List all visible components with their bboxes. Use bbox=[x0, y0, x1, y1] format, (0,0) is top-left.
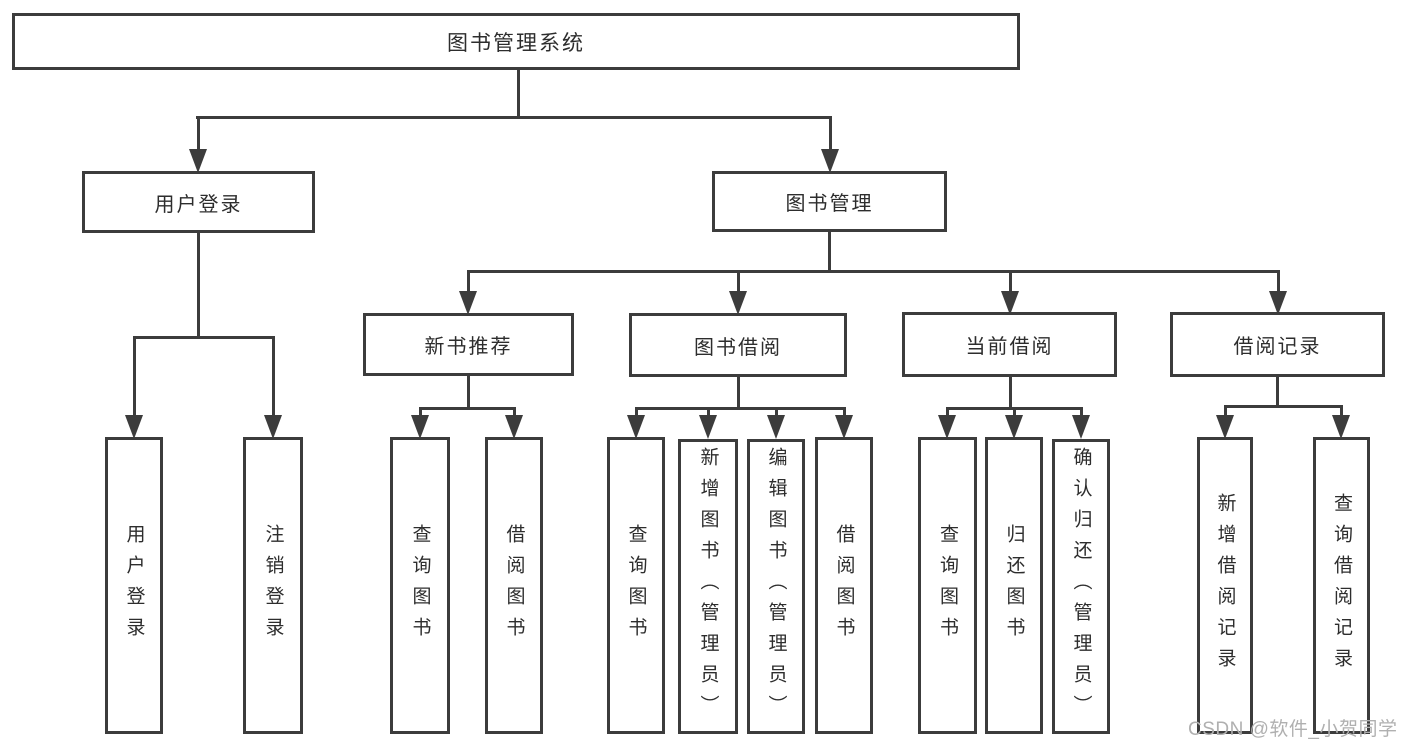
arrowhead-icon bbox=[1332, 415, 1350, 439]
arrowhead-icon bbox=[1005, 415, 1023, 439]
connector-line bbox=[706, 408, 710, 417]
connector-line bbox=[828, 117, 832, 151]
connector-line bbox=[827, 232, 831, 271]
connector-line bbox=[1012, 408, 1016, 417]
arrowhead-icon bbox=[1216, 415, 1234, 439]
arrowhead-icon bbox=[1269, 291, 1287, 315]
leaf-borrow-query: 查询图书 bbox=[607, 437, 665, 734]
connector-line bbox=[1276, 271, 1280, 293]
leaf-user-login: 用户登录 bbox=[105, 437, 163, 734]
node-label: 图书管理系统 bbox=[447, 31, 585, 55]
connector-line bbox=[1223, 404, 1343, 408]
connector-line bbox=[1008, 271, 1012, 293]
node-system-root: 图书管理系统 bbox=[12, 13, 1020, 70]
arrowhead-icon bbox=[189, 149, 207, 173]
arrowhead-icon bbox=[938, 415, 956, 439]
connector-line bbox=[418, 406, 516, 410]
leaf-label: 新增借阅记录 bbox=[1214, 492, 1236, 679]
arrowhead-icon bbox=[459, 291, 477, 315]
leaf-label: 确认归还（管理员） bbox=[1070, 447, 1092, 726]
connector-line bbox=[945, 408, 949, 417]
node-label: 新书推荐 bbox=[424, 336, 513, 358]
leaf-current-return: 归还图书 bbox=[985, 437, 1043, 734]
arrowhead-icon bbox=[1001, 291, 1019, 315]
leaf-logout: 注销登录 bbox=[243, 437, 303, 734]
leaf-record-add: 新增借阅记录 bbox=[1197, 437, 1253, 734]
leaf-borrow-book: 借阅图书 bbox=[815, 437, 873, 734]
node-new-book-recommend: 新书推荐 bbox=[363, 313, 574, 376]
connector-line bbox=[418, 408, 422, 417]
leaf-newbook-query: 查询图书 bbox=[390, 437, 450, 734]
arrowhead-icon bbox=[627, 415, 645, 439]
connector-line bbox=[1223, 406, 1227, 417]
connector-line bbox=[132, 335, 275, 339]
node-label: 用户登录 bbox=[154, 193, 243, 216]
leaf-label: 借阅图书 bbox=[503, 523, 525, 648]
connector-line bbox=[516, 70, 520, 117]
leaf-borrow-edit-admin: 编辑图书（管理员） bbox=[747, 439, 805, 734]
node-label: 当前借阅 bbox=[965, 336, 1054, 358]
connector-line bbox=[1339, 406, 1343, 417]
connector-line bbox=[1275, 377, 1279, 406]
connector-line bbox=[195, 115, 832, 119]
connector-line bbox=[271, 337, 275, 417]
node-borrow-records: 借阅记录 bbox=[1170, 312, 1385, 377]
connector-line bbox=[736, 377, 740, 408]
connector-line bbox=[634, 406, 846, 410]
node-user-login: 用户登录 bbox=[82, 171, 315, 233]
connector-line bbox=[466, 269, 1280, 273]
arrowhead-icon bbox=[125, 415, 143, 439]
connector-line bbox=[512, 408, 516, 417]
arrowhead-icon bbox=[505, 415, 523, 439]
connector-line bbox=[466, 271, 470, 293]
arrowhead-icon bbox=[821, 149, 839, 173]
arrowhead-icon bbox=[264, 415, 282, 439]
leaf-label: 新增图书（管理员） bbox=[697, 447, 719, 726]
connector-line bbox=[1008, 377, 1012, 408]
leaf-newbook-borrow: 借阅图书 bbox=[485, 437, 543, 734]
connector-line bbox=[132, 337, 136, 417]
connector-line bbox=[736, 271, 740, 293]
leaf-label: 借阅图书 bbox=[833, 523, 855, 648]
leaf-current-query: 查询图书 bbox=[918, 437, 977, 734]
connector-line bbox=[196, 233, 200, 337]
leaf-current-confirm-admin: 确认归还（管理员） bbox=[1052, 439, 1110, 734]
leaf-label: 编辑图书（管理员） bbox=[765, 447, 787, 726]
connector-line bbox=[466, 376, 470, 408]
leaf-label: 用户登录 bbox=[123, 523, 145, 648]
leaf-label: 查询借阅记录 bbox=[1331, 492, 1352, 679]
leaf-label: 查询图书 bbox=[409, 523, 431, 648]
leaf-label: 归还图书 bbox=[1003, 523, 1025, 648]
leaf-borrow-add-admin: 新增图书（管理员） bbox=[678, 439, 738, 734]
node-label: 图书管理 bbox=[785, 193, 874, 215]
arrowhead-icon bbox=[699, 415, 717, 439]
arrowhead-icon bbox=[411, 415, 429, 439]
connector-line bbox=[842, 408, 846, 417]
arrowhead-icon bbox=[1072, 415, 1090, 439]
connector-line bbox=[1079, 408, 1083, 417]
leaf-label: 查询图书 bbox=[625, 523, 647, 648]
watermark: CSDN @软件_小贺同学 bbox=[1188, 719, 1398, 740]
connector-line bbox=[196, 117, 200, 151]
leaf-record-query: 查询借阅记录 bbox=[1313, 437, 1370, 734]
arrowhead-icon bbox=[835, 415, 853, 439]
node-book-management: 图书管理 bbox=[712, 171, 947, 232]
node-current-borrow: 当前借阅 bbox=[902, 312, 1117, 377]
leaf-label: 注销登录 bbox=[262, 523, 284, 648]
arrowhead-icon bbox=[767, 415, 785, 439]
connector-line bbox=[634, 408, 638, 417]
node-book-borrow: 图书借阅 bbox=[629, 313, 847, 377]
connector-line bbox=[774, 408, 778, 417]
leaf-label: 查询图书 bbox=[937, 523, 958, 648]
node-label: 图书借阅 bbox=[694, 336, 782, 359]
node-label: 借阅记录 bbox=[1233, 336, 1322, 358]
arrowhead-icon bbox=[729, 291, 747, 315]
